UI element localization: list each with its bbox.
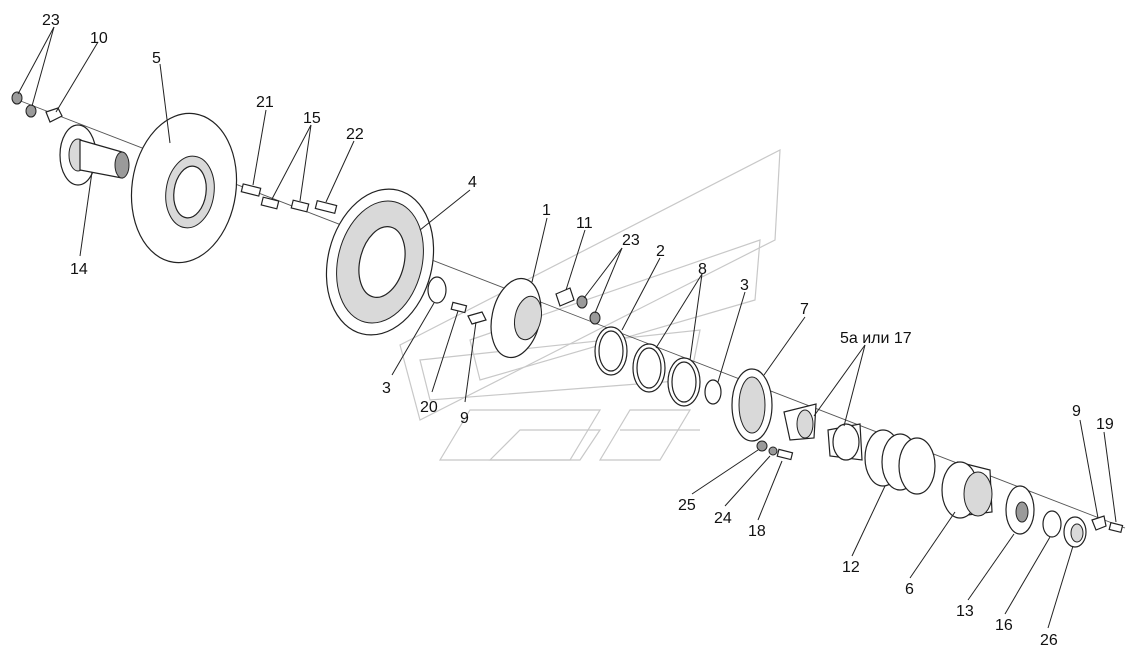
part-5-brake-disc xyxy=(130,112,238,264)
label-4: 4 xyxy=(468,174,477,191)
label-15: 15 xyxy=(303,110,321,127)
part-6-sleeve xyxy=(941,461,993,519)
label-24: 24 xyxy=(714,510,732,527)
label-9-right: 9 xyxy=(1072,403,1081,420)
label-5a-17: 5а или 17 xyxy=(840,330,912,347)
part-21-bolt xyxy=(240,183,262,197)
label-11: 11 xyxy=(576,215,593,232)
label-23-left: 23 xyxy=(42,12,60,29)
part-15-bolts xyxy=(260,196,310,213)
label-22: 22 xyxy=(346,126,364,143)
part-18-bolt xyxy=(776,448,794,461)
part-16-ring xyxy=(1042,510,1062,538)
label-5: 5 xyxy=(152,50,161,67)
label-12: 12 xyxy=(842,559,860,576)
part-10-lock-plate xyxy=(45,107,63,123)
label-8: 8 xyxy=(698,261,707,278)
part-9-lock-plate-right xyxy=(1091,515,1107,531)
part-11-lock-plate xyxy=(555,287,575,307)
part-20-bolt xyxy=(450,301,468,314)
part-14-flange-shaft xyxy=(59,124,130,186)
part-19-bolt xyxy=(1108,521,1124,534)
label-16: 16 xyxy=(995,617,1013,634)
part-3-snap-ring-right xyxy=(704,379,722,405)
part-24-washer xyxy=(768,446,778,456)
label-14: 14 xyxy=(70,261,88,278)
part-22-bolt xyxy=(314,199,338,215)
part-8-rings xyxy=(632,343,701,407)
part-13-flange xyxy=(1005,485,1035,535)
label-13: 13 xyxy=(956,603,974,620)
part-1-hub xyxy=(490,277,543,359)
part-4-disc xyxy=(325,188,435,336)
part-12-spring xyxy=(864,429,936,495)
label-2: 2 xyxy=(656,243,665,260)
label-18: 18 xyxy=(748,523,766,540)
label-7: 7 xyxy=(800,301,809,318)
part-26-seal xyxy=(1063,516,1087,548)
part-25-washer xyxy=(756,440,768,452)
part-5a-17-cones xyxy=(783,403,863,461)
label-23-middle: 23 xyxy=(622,232,640,249)
label-20: 20 xyxy=(420,399,438,416)
part-23-nuts-left xyxy=(11,91,37,118)
label-1: 1 xyxy=(542,202,551,219)
label-26: 26 xyxy=(1040,632,1058,649)
leader-lines xyxy=(17,26,1117,629)
label-10: 10 xyxy=(90,30,108,47)
label-21: 21 xyxy=(256,94,274,111)
part-3-snap-ring-left xyxy=(427,276,447,304)
label-19: 19 xyxy=(1096,416,1114,433)
label-3-right: 3 xyxy=(740,277,749,294)
label-6: 6 xyxy=(905,581,914,598)
label-3-left: 3 xyxy=(382,380,391,397)
label-9-middle: 9 xyxy=(460,410,469,427)
label-25: 25 xyxy=(678,497,696,514)
part-7-cover xyxy=(731,368,773,442)
part-9-lock-plate xyxy=(467,311,487,325)
